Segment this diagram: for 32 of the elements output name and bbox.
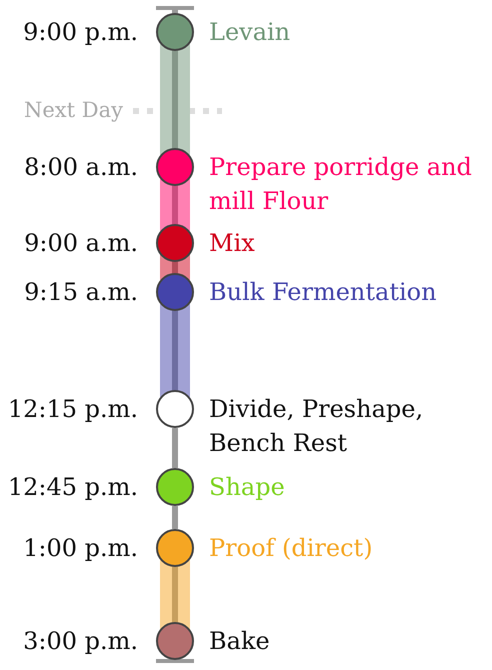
time-label: 9:00 p.m.: [23, 17, 138, 48]
time-label: 8:00 a.m.: [24, 152, 138, 183]
timeline-band: [160, 44, 190, 155]
step-label: Bake: [209, 626, 271, 657]
time-label: 3:00 p.m.: [23, 626, 138, 657]
step-marker-circle: [156, 468, 194, 506]
step-label: Mix: [209, 228, 256, 259]
timeline-connector: [172, 506, 178, 529]
step-label: Divide, Preshape, Bench Rest: [209, 394, 424, 459]
step-label: Shape: [209, 472, 286, 503]
timeline-band: [160, 304, 190, 397]
step-label: Prepare porridge and mill Flour: [209, 152, 473, 217]
step-marker-circle: [156, 224, 194, 262]
step-label: Levain: [209, 17, 292, 48]
time-label: 1:00 p.m.: [23, 533, 138, 564]
step-marker-circle: [156, 622, 194, 660]
step-marker-circle: [156, 273, 194, 311]
timeline-connector: [172, 428, 178, 468]
step-marker-circle: [156, 148, 194, 186]
timeline-band: [160, 255, 190, 280]
step-marker-circle: [156, 529, 194, 567]
day-divider-label: Next Day: [24, 97, 123, 124]
time-label: 9:00 a.m.: [24, 228, 138, 259]
time-label: 12:45 p.m.: [8, 472, 138, 503]
step-marker-circle: [156, 13, 194, 51]
step-label: Proof (direct): [209, 533, 374, 564]
step-marker-circle: [156, 390, 194, 428]
timeline-band: [160, 560, 190, 629]
step-label: Bulk Fermentation: [209, 277, 438, 308]
time-label: 9:15 a.m.: [24, 277, 138, 308]
timeline-band: [160, 179, 190, 231]
time-label: 12:15 p.m.: [8, 394, 138, 425]
